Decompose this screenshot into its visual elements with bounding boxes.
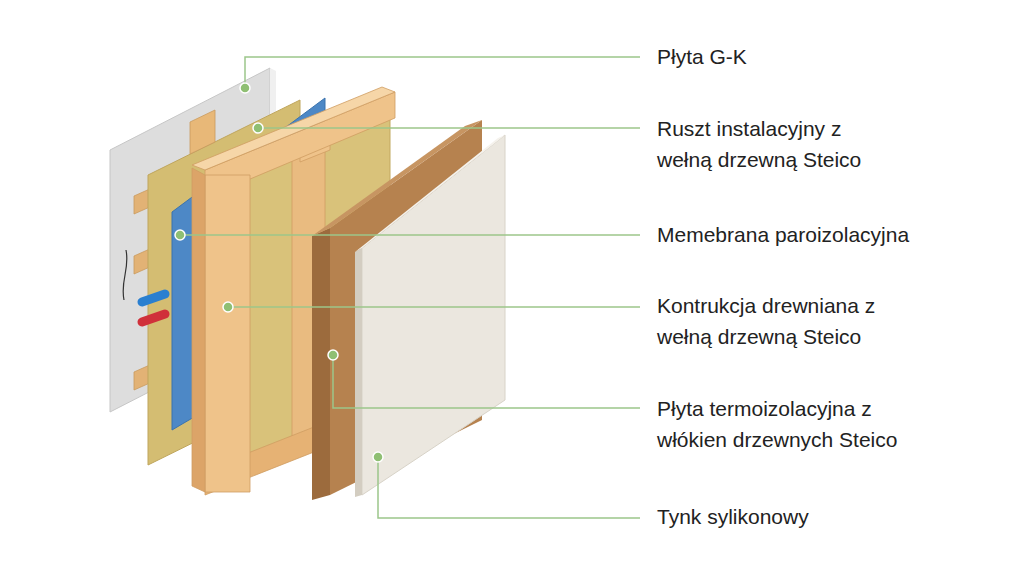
part-label: Płyta G-K [657,41,957,72]
pipes [142,294,165,322]
part-label: Płyta termoizolacyjna z włókien drzewnyc… [657,393,915,455]
part-label: Memebrana paroizolacyjna [657,219,987,250]
leader-dots [175,83,383,462]
part-label: Kontrukcja drewniana z wełną drzewną Ste… [657,290,897,352]
batten-top [190,110,215,154]
silicone-plaster [355,135,505,497]
part-label: Tynk sylikonowy [657,501,957,532]
leader-lines [180,57,640,518]
part-label: Ruszt instalacyjny z wełną drzewną Steic… [657,113,897,175]
